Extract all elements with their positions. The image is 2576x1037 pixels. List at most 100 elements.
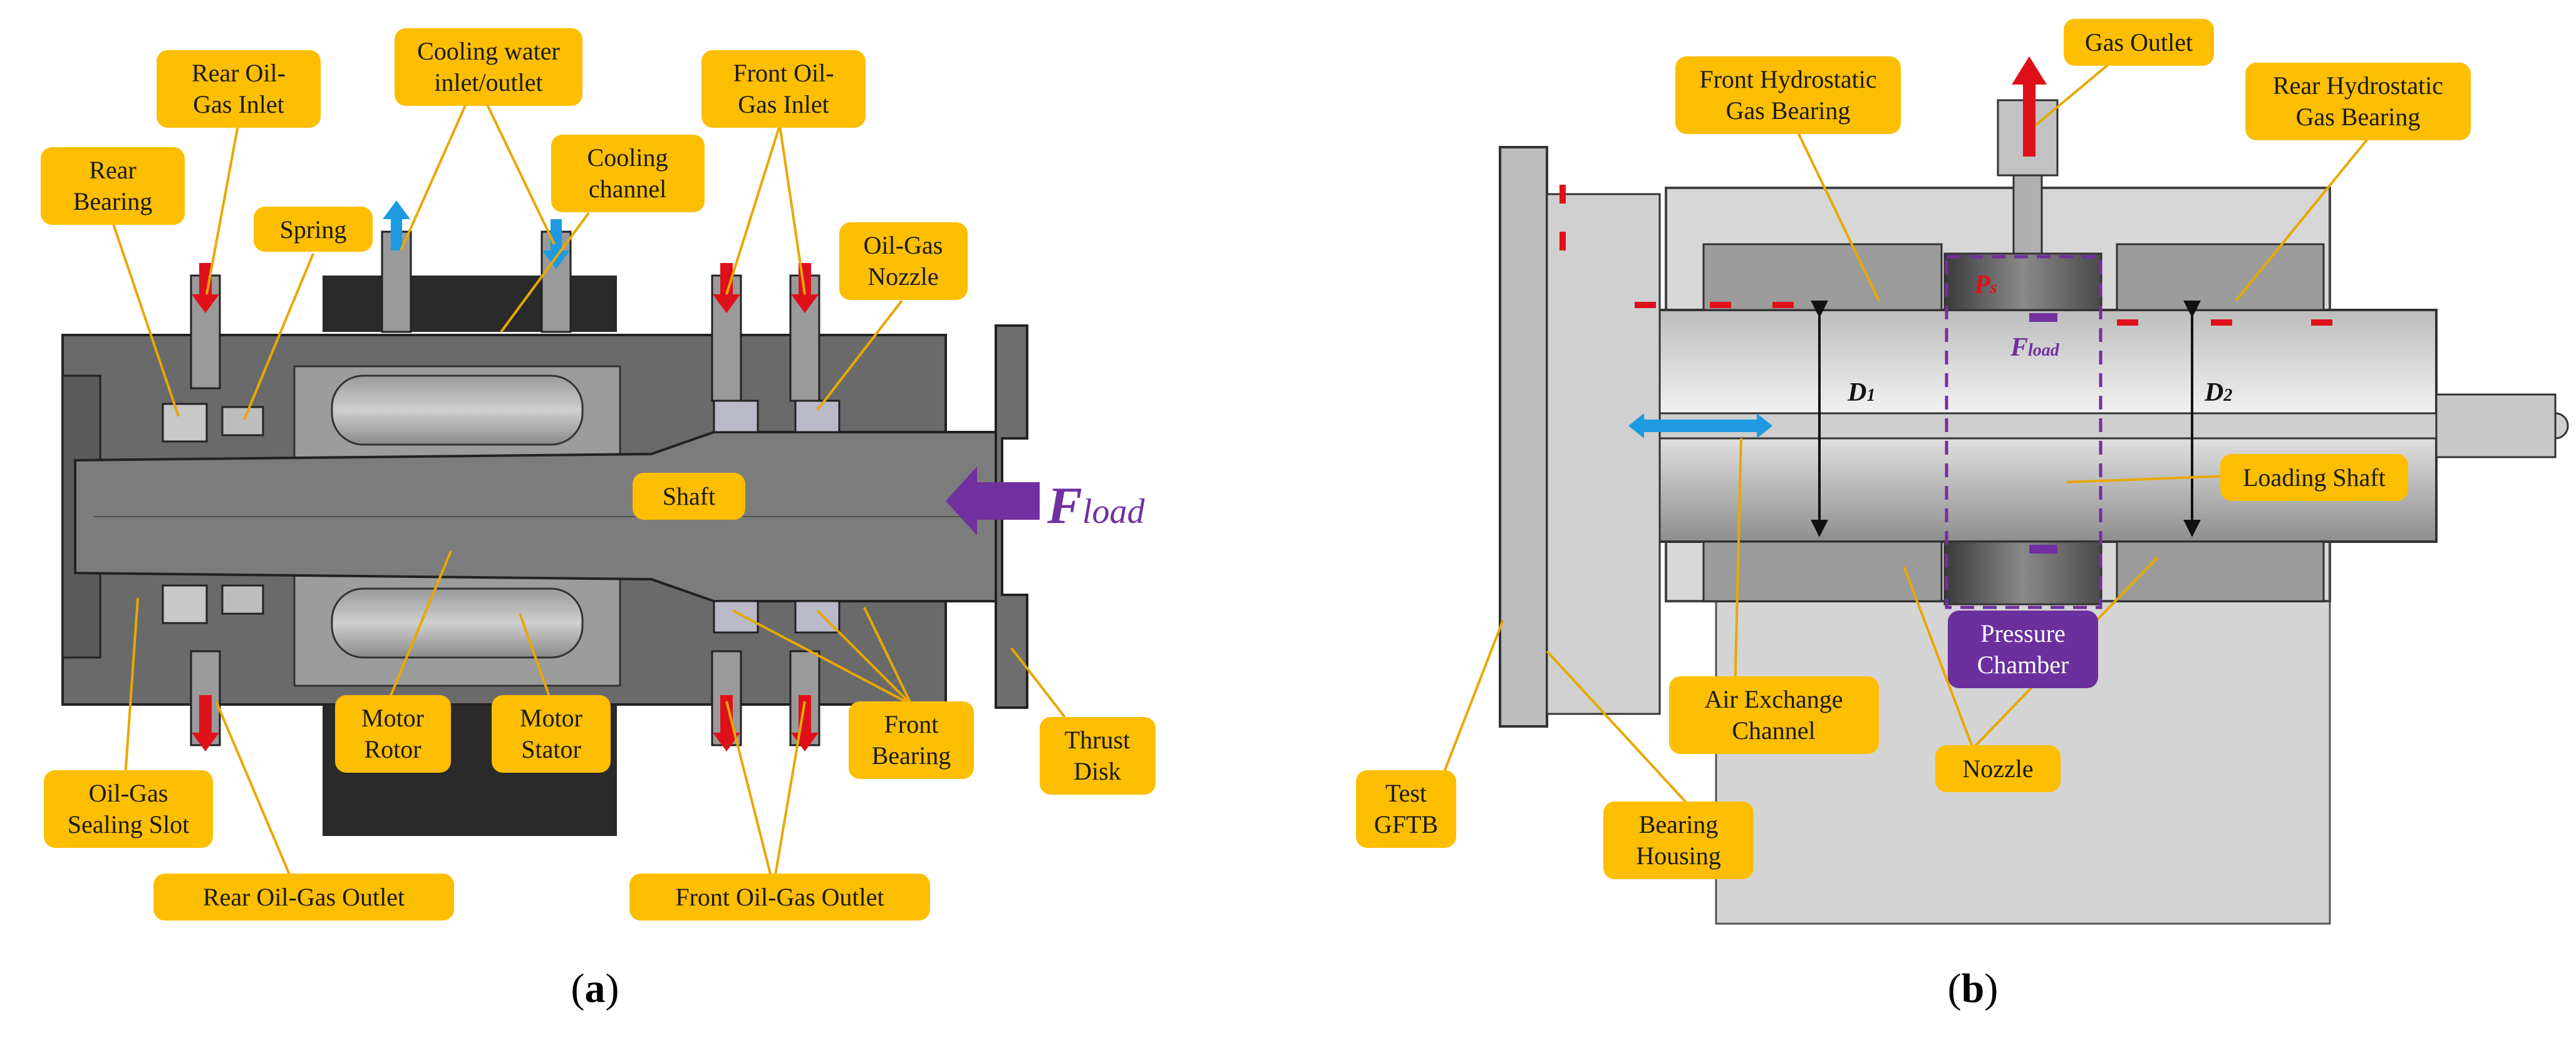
svg-text:Rear Hydrostatic: Rear Hydrostatic [2273,71,2443,100]
front-hydrostatic-bushing-bottom [1702,540,1943,602]
svg-text:Oil-Gas: Oil-Gas [89,779,168,807]
svg-text:Oil-Gas: Oil-Gas [864,231,943,259]
rear-hydrostatic-bushing-bottom [2116,540,2325,602]
svg-text:Gas Inlet: Gas Inlet [738,90,829,118]
svg-text:Thrust: Thrust [1065,726,1130,754]
motor-rotor-top [331,374,584,446]
svg-text:Pressure: Pressure [1980,619,2066,647]
svg-text:GFTB: GFTB [1374,810,1438,838]
label-front-oil-gas-outlet: Front Oil-Gas Outlet [629,874,930,921]
svg-text:Motor: Motor [361,704,424,732]
pressure-chamber-outline [1945,255,2103,609]
label-loading-shaft: Loading Shaft [2220,454,2408,501]
label-cooling-water: Cooling water inlet/outlet [395,28,582,106]
label-rear-oil-gas-outlet: Rear Oil-Gas Outlet [153,874,454,921]
svg-text:Rear Oil-: Rear Oil- [192,59,286,87]
panel-b-drawing: Ps Fload D1 D2 [1499,56,2569,925]
cooling-water-arrows [383,200,570,269]
svg-text:Channel: Channel [1732,716,1815,745]
label-thrust-disk: Thrust Disk [1040,717,1156,795]
label-air-exchange: Air Exchange Channel [1669,676,1879,754]
svg-text:Test: Test [1385,779,1427,807]
front-bearing-bottom-2 [794,600,841,634]
svg-text:Housing: Housing [1636,842,1721,870]
svg-text:Bearing: Bearing [1639,810,1719,838]
label-test-gftb: Test GFTB [1356,770,1456,848]
svg-text:Nozzle: Nozzle [1962,755,2033,783]
label-cooling-channel: Cooling channel [551,135,705,212]
svg-text:Disk: Disk [1073,757,1121,785]
svg-text:Loading Shaft: Loading Shaft [2243,463,2386,492]
svg-text:Nozzle: Nozzle [867,262,938,291]
spring-top [221,406,264,436]
gas-outlet-arrow [2012,56,2047,157]
svg-text:Gas Outlet: Gas Outlet [2085,28,2193,56]
gas-flow-arrows [1560,185,2332,326]
caption-a: (a) [571,966,619,1011]
svg-text:Spring: Spring [280,215,347,244]
svg-text:Motor: Motor [520,704,582,732]
air-exchange-arrow [1628,413,1772,438]
front-bearing-top-2 [794,400,841,433]
svg-text:channel: channel [589,175,666,203]
thrust-disk [995,324,1028,709]
force-load-label: Fload [1047,477,1146,535]
label-rear-oil-gas-inlet: Rear Oil- Gas Inlet [157,50,321,128]
dimension-d2-label: D2 [2204,378,2232,407]
label-bearing-housing: Bearing Housing [1603,802,1754,879]
label-front-oil-gas-inlet: Front Oil- Gas Inlet [701,50,866,128]
load-arrows [2029,313,2057,554]
svg-text:Rotor: Rotor [364,735,421,763]
label-shaft: Shaft [633,473,745,520]
svg-text:Bearing: Bearing [872,741,951,770]
svg-text:Gas Inlet: Gas Inlet [193,90,284,118]
label-spring: Spring [254,207,373,252]
label-rear-bearing: Rear Bearing [41,147,185,225]
label-motor-stator: Motor Stator [492,695,611,773]
label-oil-gas-sealing-slot: Oil-Gas Sealing Slot [44,770,213,848]
test-gftb-flange [1546,193,1661,715]
force-load-b-label: Fload [2010,333,2060,362]
label-nozzle: Nozzle [1935,745,2061,792]
label-rear-hydrostatic: Rear Hydrostatic Gas Bearing [2245,63,2471,140]
pressure-chamber-bottom [1943,540,2103,606]
label-motor-rotor: Motor Rotor [335,695,451,773]
gas-outlet-stem [2012,174,2043,255]
svg-text:Shaft: Shaft [663,482,715,510]
svg-text:Cooling water: Cooling water [417,37,560,65]
svg-text:Front Oil-: Front Oil- [733,59,834,87]
label-gas-outlet: Gas Outlet [2064,19,2214,66]
svg-text:inlet/outlet: inlet/outlet [434,68,542,96]
caption-b: (b) [1948,966,1999,1011]
svg-text:Rear Oil-Gas Outlet: Rear Oil-Gas Outlet [203,883,405,911]
force-load-arrow [946,467,1040,535]
label-oil-gas-nozzle: Oil-Gas Nozzle [839,222,968,300]
motor-rotor-bottom [331,587,584,659]
svg-text:Air Exchange: Air Exchange [1704,685,1843,713]
label-front-hydrostatic: Front Hydrostatic Gas Bearing [1675,56,1901,134]
svg-text:Bearing: Bearing [73,187,153,215]
test-gftb-plate [1499,146,1548,728]
rear-bearing-bottom [162,584,208,624]
spring-bottom [221,584,264,615]
rear-hydrostatic-bushing-top [2116,243,2325,311]
leader-lines [111,61,2375,887]
front-hydrostatic-bushing-top [1702,243,1943,311]
svg-text:Rear: Rear [89,156,137,184]
dimension-d1-label: D1 [1847,378,1875,407]
label-boxes: Rear Oil- Gas Inlet Cooling water inlet/… [41,19,2471,921]
svg-text:Chamber: Chamber [1977,651,2069,679]
shaft-tail [2435,393,2557,458]
rear-bearing-top [162,403,208,443]
front-bearing-top-1 [713,400,759,433]
label-front-bearing: Front Bearing [849,701,974,779]
ps-symbol: Ps [1973,271,1997,299]
svg-text:Cooling: Cooling [587,143,668,172]
svg-text:Front Oil-Gas Outlet: Front Oil-Gas Outlet [675,883,884,911]
svg-text:Front Hydrostatic: Front Hydrostatic [1699,65,1876,93]
svg-text:Front: Front [884,710,939,738]
motor-housing-top [323,276,617,332]
front-bearing-bottom-1 [713,600,759,634]
svg-text:Stator: Stator [521,735,581,763]
svg-text:Gas Bearing: Gas Bearing [2296,103,2421,131]
